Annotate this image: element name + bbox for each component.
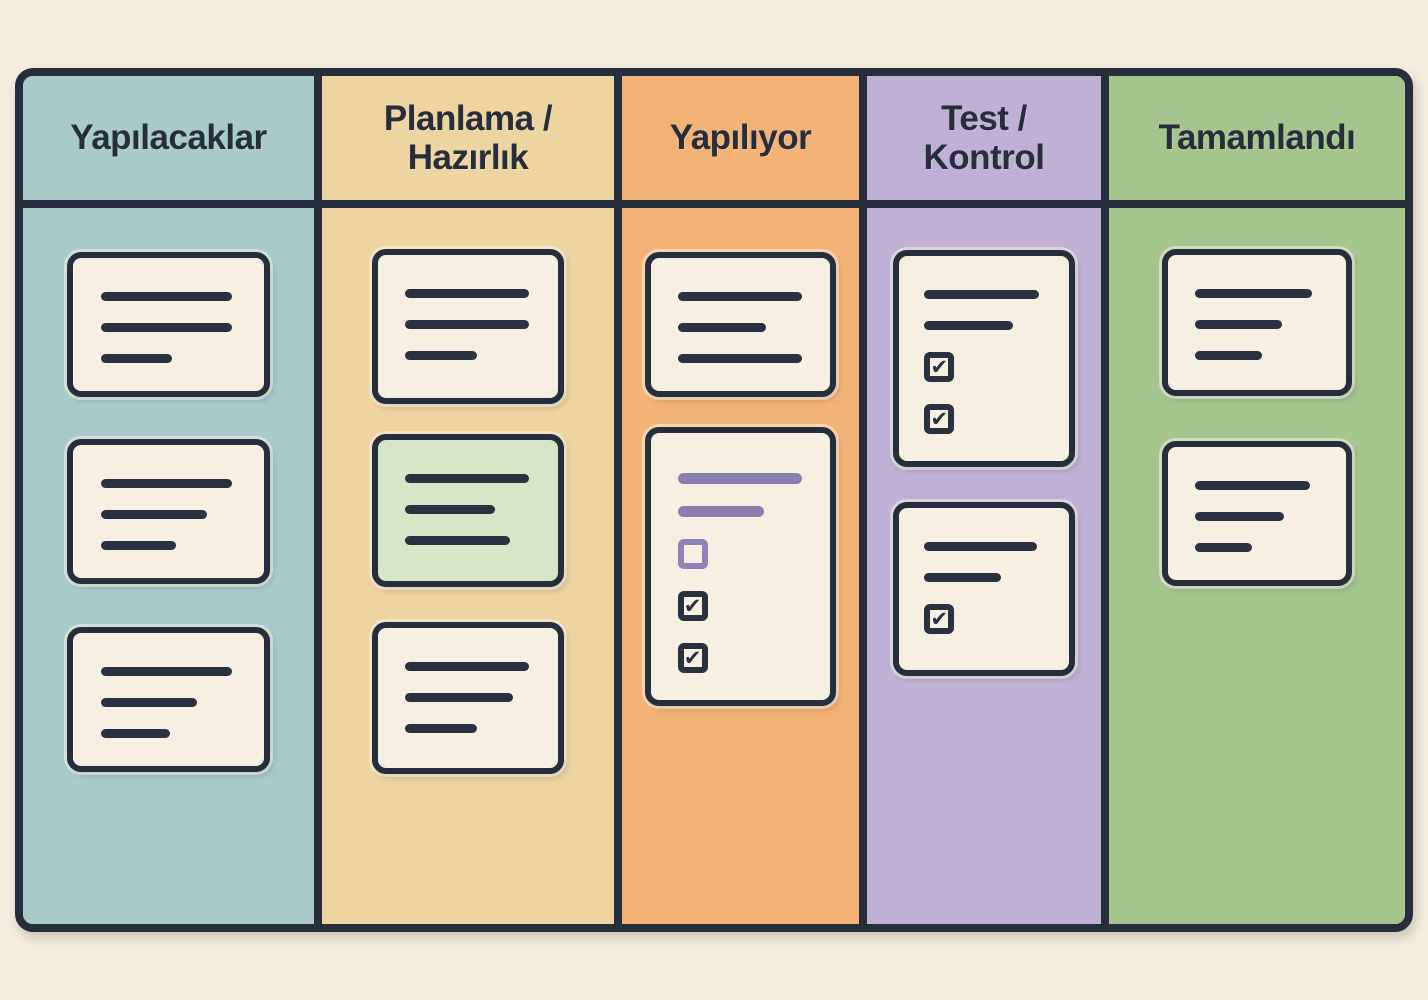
column-test-kontrol: Test / Kontrol ✔✔✔ [867,76,1109,924]
text-placeholder-line [404,724,478,733]
text-placeholder-line [924,321,1013,330]
text-placeholder-line [101,292,232,301]
checked-checkbox-icon[interactable]: ✔ [677,643,708,673]
column-title: Test / Kontrol [923,98,1045,177]
column-title: Yapılacaklar [70,118,267,158]
column-body-planlama-hazirlik [322,208,614,924]
checked-checkbox-icon[interactable]: ✔ [677,591,708,621]
text-placeholder-line [404,505,496,514]
checklist-item: ✔ [924,404,968,434]
text-placeholder-line [404,474,530,483]
text-placeholder-line [1194,289,1312,298]
column-planlama-hazirlik: Planlama / Hazırlık [322,76,622,924]
text-placeholder-line [677,292,802,301]
task-card[interactable]: ✔ [892,502,1076,676]
task-card[interactable] [66,627,271,772]
text-placeholder-line [924,542,1037,551]
checklist-item: ✔ [677,643,722,673]
text-placeholder-line [677,354,802,363]
text-placeholder-line [924,290,1039,299]
column-title: Planlama / Hazırlık [383,98,553,177]
text-placeholder-line [404,351,478,360]
column-yapiliyor: Yapılıyor ✔✔ [622,76,867,924]
column-body-yapiliyor: ✔✔ [622,208,859,924]
column-header-yapilacaklar: Yapılacaklar [23,76,314,208]
column-header-yapiliyor: Yapılıyor [622,76,859,208]
column-title: Tamamlandı [1158,118,1356,158]
text-placeholder-line [404,536,510,545]
text-placeholder-line [1194,320,1282,329]
text-placeholder-line [1194,512,1284,521]
text-placeholder-line [677,323,766,332]
task-card[interactable] [1162,249,1352,396]
column-tamamlandi: Tamamlandı [1109,76,1405,924]
column-header-test-kontrol: Test / Kontrol [867,76,1101,208]
text-placeholder-line [404,289,530,298]
column-header-tamamlandi: Tamamlandı [1109,76,1405,208]
checklist-item [677,539,722,569]
column-body-test-kontrol: ✔✔✔ [867,208,1101,924]
unchecked-checkbox-icon[interactable] [677,539,708,569]
task-card[interactable] [1162,441,1352,586]
task-card[interactable] [66,252,271,397]
text-placeholder-line [101,667,232,676]
text-placeholder-line [677,473,802,484]
text-placeholder-line [101,510,207,519]
column-header-planlama-hazirlik: Planlama / Hazırlık [322,76,614,208]
text-placeholder-line [924,573,1002,582]
task-card[interactable] [371,249,565,404]
text-placeholder-line [101,323,232,332]
column-title: Yapılıyor [669,118,812,158]
column-body-yapilacaklar [23,208,314,924]
checklist-item: ✔ [677,591,722,621]
text-placeholder-line [1194,543,1252,552]
text-placeholder-line [101,698,198,707]
checked-checkbox-icon[interactable]: ✔ [924,404,955,434]
text-placeholder-line [101,354,173,363]
checklist-item: ✔ [924,352,968,382]
text-placeholder-line [677,506,764,517]
kanban-board: Yapılacaklar Planlama / Hazırlık Yapılıy… [15,68,1413,932]
column-yapilacaklar: Yapılacaklar [23,76,322,924]
text-placeholder-line [101,479,232,488]
checked-checkbox-icon[interactable]: ✔ [924,352,955,382]
task-card[interactable]: ✔✔ [644,427,837,706]
task-card[interactable] [371,434,565,587]
task-card[interactable]: ✔✔ [892,250,1076,467]
text-placeholder-line [101,541,177,550]
text-placeholder-line [101,729,171,738]
text-placeholder-line [404,693,514,702]
checked-checkbox-icon[interactable]: ✔ [924,604,955,634]
checklist-item: ✔ [924,604,968,634]
text-placeholder-line [404,320,530,329]
text-placeholder-line [1194,481,1311,490]
task-card[interactable] [371,622,565,774]
task-card[interactable] [644,252,837,397]
text-placeholder-line [1194,351,1263,360]
text-placeholder-line [404,662,530,671]
task-card[interactable] [66,439,271,584]
column-body-tamamlandi [1109,208,1405,924]
